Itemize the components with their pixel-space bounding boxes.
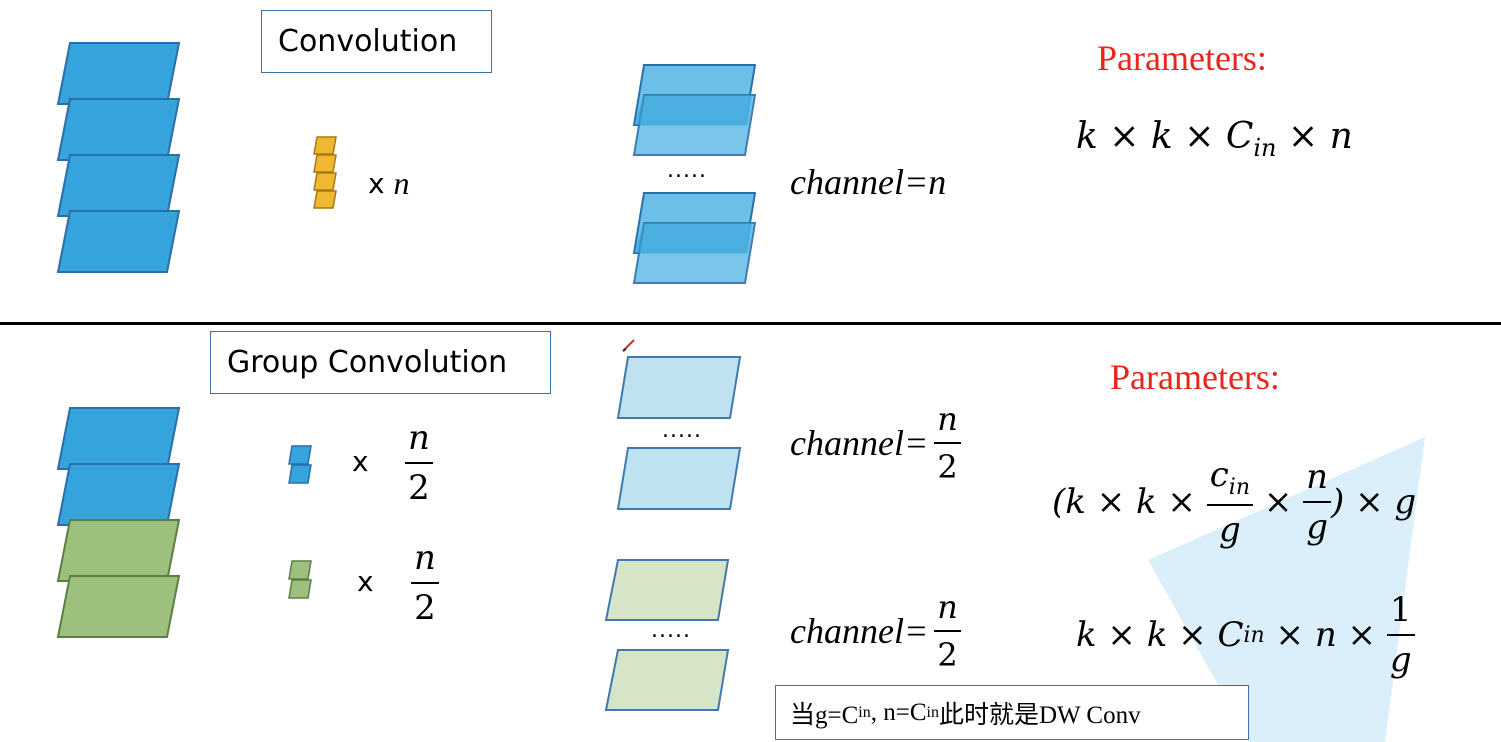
times-sign: ×	[1178, 615, 1207, 655]
group2-kernel-count: n 2	[411, 538, 439, 628]
top-channel-label: channel=n	[790, 162, 946, 202]
bottom-channel-label-2: channel= n 2	[790, 588, 961, 674]
fraction-bar	[1386, 634, 1415, 636]
one-over-g-fraction: 1 g	[1386, 590, 1415, 680]
n-over-g-fraction: n g	[1303, 457, 1332, 548]
fraction-denominator: 2	[414, 588, 436, 628]
group2-multiplier: x	[357, 564, 374, 598]
top-channel-text: channel=n	[790, 162, 947, 202]
formula-open: (k	[1052, 482, 1086, 523]
formula-g: g	[1394, 482, 1417, 523]
convolution-title-text: Convolution	[278, 24, 458, 59]
group1-kernel-count: n 2	[405, 418, 433, 508]
fraction-numerator: n	[414, 538, 436, 578]
group-convolution-title: Group Convolution	[210, 331, 551, 394]
fraction-numerator: n	[408, 418, 430, 458]
fraction-denominator: 2	[937, 448, 958, 486]
multiply-sign: x	[368, 166, 385, 200]
group-input-feature-map-stack	[56, 407, 181, 638]
channel-fraction: n 2	[934, 588, 961, 674]
times-sign: ×	[1184, 116, 1215, 157]
kernel-count-label: x n	[368, 163, 409, 203]
fraction-bar	[934, 442, 961, 444]
times-sign: ×	[1109, 116, 1140, 157]
note-mid: , n=C	[870, 698, 927, 726]
fraction-bar	[411, 582, 439, 584]
times-sign: ×	[1275, 615, 1305, 655]
formula-c-subscript: in	[1228, 474, 1250, 500]
group-output-feature-maps	[604, 356, 742, 711]
formula-c: c	[1209, 455, 1229, 495]
channel-fraction: n 2	[934, 400, 961, 486]
group1-multiplier: x	[352, 444, 369, 478]
top-parameters-title: Parameters:	[1097, 38, 1267, 78]
fraction-numerator: n	[937, 400, 958, 438]
bottom-ellipsis-1: .....	[662, 418, 702, 443]
formula-k: k	[1146, 615, 1168, 655]
formula-k: k	[1136, 482, 1157, 523]
times-sign: ×	[1347, 615, 1377, 655]
formula-n: n	[1314, 615, 1337, 655]
channel-text: channel=	[790, 611, 929, 651]
formula-close: )	[1331, 482, 1345, 523]
top-param-formula: k × k × Cin × n	[1076, 116, 1353, 162]
formula-g: g	[1389, 640, 1412, 680]
fraction-denominator: 2	[937, 636, 958, 674]
note-subscript: in	[926, 703, 939, 721]
formula-g: g	[1218, 509, 1241, 550]
top-ellipsis: .....	[667, 158, 707, 183]
group-convolution-title-text: Group Convolution	[227, 345, 508, 380]
formula-one: 1	[1389, 590, 1412, 630]
note-suffix: 此时就是DW Conv	[938, 701, 1141, 729]
fraction-bar	[1206, 503, 1253, 506]
formula-c-subscript: in	[1243, 622, 1265, 648]
formula-k: k	[1150, 116, 1173, 157]
formula-c-subscript: in	[1253, 134, 1277, 163]
output-feature-map-stack	[632, 64, 757, 284]
fraction-numerator: n	[937, 588, 958, 626]
formula-k: k	[1076, 615, 1097, 655]
times-sign: ×	[1096, 482, 1126, 523]
kernel-stack	[313, 136, 337, 209]
formula-g: g	[1306, 507, 1328, 548]
fraction-bar	[1303, 501, 1332, 504]
pen-icon	[622, 339, 635, 352]
bottom-parameters-title: Parameters:	[1110, 357, 1280, 397]
section-divider	[0, 322, 1501, 325]
formula-c: C	[1225, 116, 1254, 157]
times-sign: ×	[1263, 482, 1293, 523]
times-sign: ×	[1167, 482, 1196, 523]
formula-c: C	[1217, 615, 1244, 655]
formula-n: n	[1329, 116, 1353, 157]
kernel-count: n	[393, 164, 410, 201]
times-sign: ×	[1287, 116, 1319, 157]
cin-over-g-fraction: cin g	[1206, 455, 1253, 550]
fraction-bar	[934, 630, 961, 632]
times-sign: ×	[1355, 482, 1384, 523]
group1-kernel	[288, 445, 312, 484]
group-param-formula: (k × k × cin g × n g ) × g	[1052, 455, 1416, 550]
times-sign: ×	[1107, 615, 1136, 655]
note-prefix: 当g=C	[790, 701, 859, 729]
channel-text: channel=	[790, 423, 929, 463]
group2-kernel	[288, 560, 312, 599]
bottom-ellipsis-2: .....	[651, 618, 691, 643]
convolution-title: Convolution	[261, 10, 492, 73]
formula-k: k	[1076, 116, 1098, 157]
bottom-channel-label-1: channel= n 2	[790, 400, 961, 486]
note-subscript: in	[858, 703, 871, 721]
fraction-bar	[405, 462, 433, 464]
input-feature-map-stack	[56, 42, 181, 273]
formula-n: n	[1306, 457, 1329, 498]
fraction-denominator: 2	[408, 468, 430, 508]
